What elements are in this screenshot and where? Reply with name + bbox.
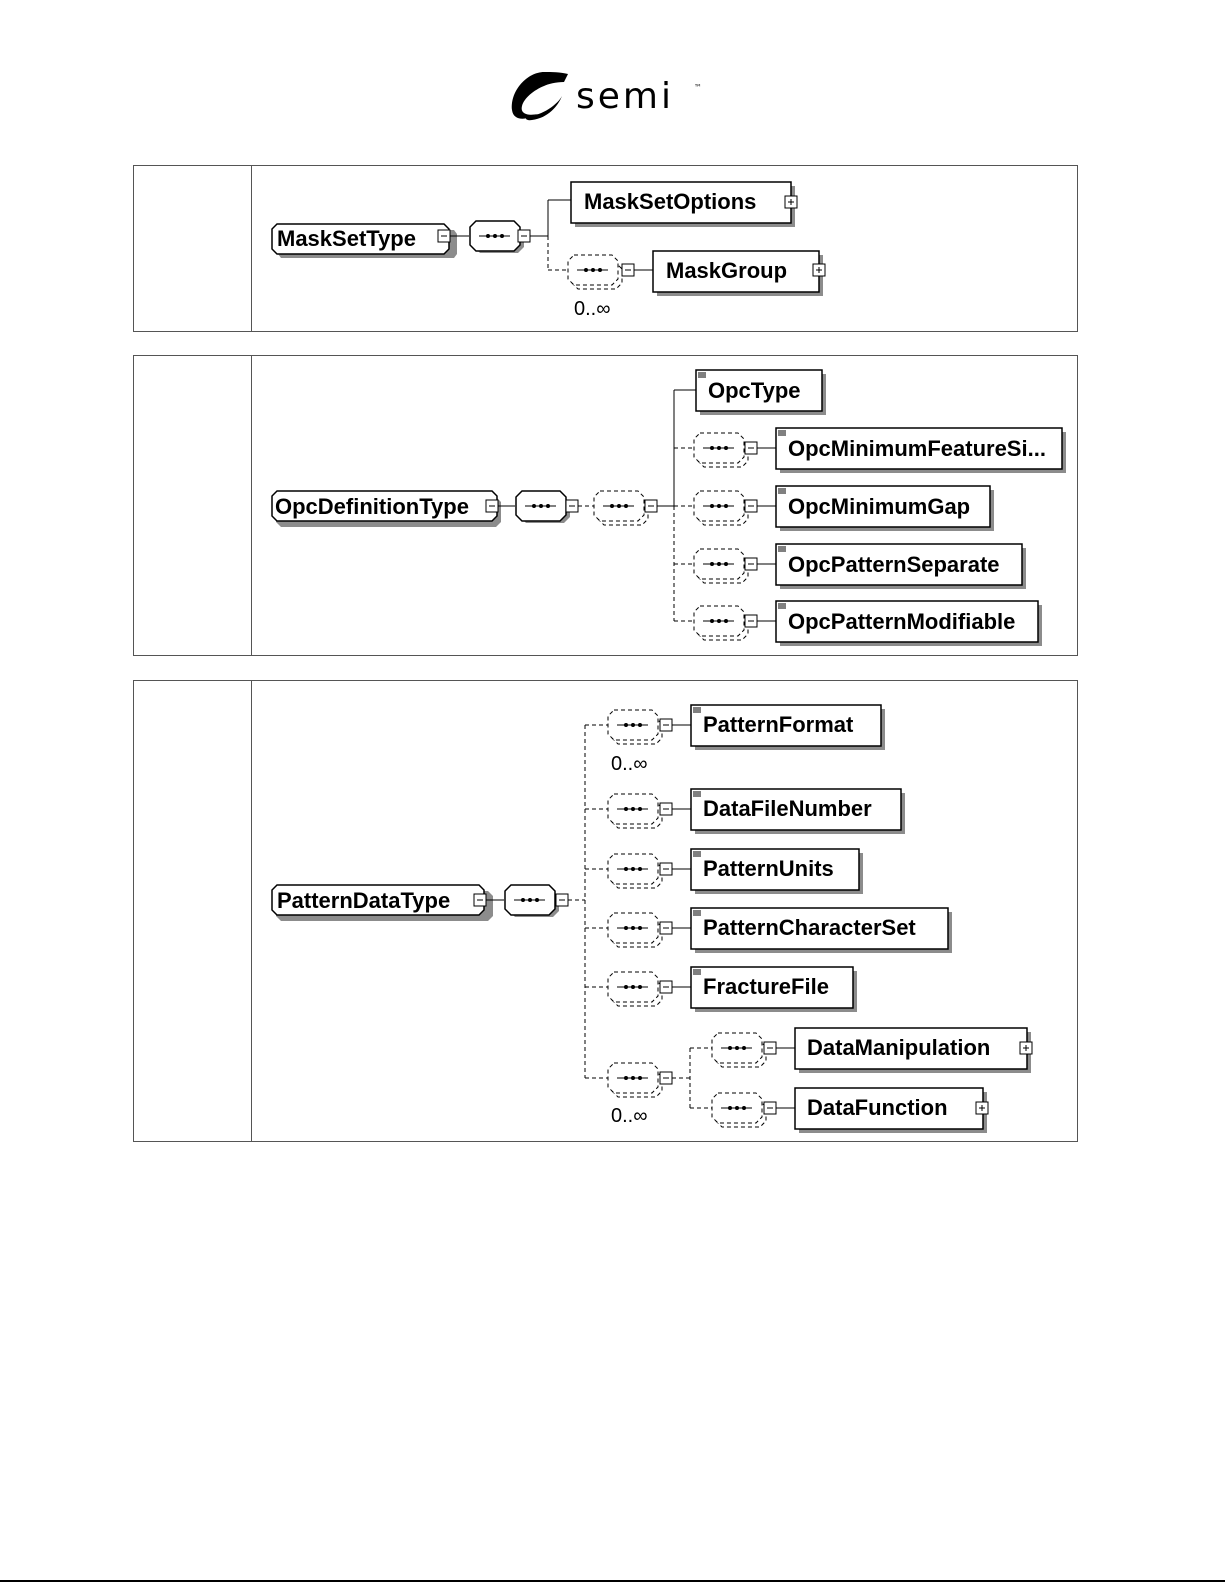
semi-logo: semi ™ bbox=[508, 68, 708, 123]
child-row-datafilenumber: DataFileNumber bbox=[585, 789, 905, 834]
svg-text:PatternDataType: PatternDataType bbox=[277, 888, 450, 913]
root-element-opcdefinitiontype[interactable]: OpcDefinitionType bbox=[272, 491, 501, 527]
child-row-opcpatternmodifiable: OpcPatternModifiable bbox=[674, 601, 1042, 646]
choice-group: 0..∞ bbox=[585, 1048, 712, 1127]
collapse-icon[interactable] bbox=[486, 500, 498, 512]
svg-text:0..∞: 0..∞ bbox=[611, 753, 648, 775]
svg-text:FractureFile: FractureFile bbox=[703, 974, 829, 999]
child-row-patternunits: PatternUnits bbox=[585, 849, 863, 894]
child-row-datafunction: DataFunction bbox=[712, 1088, 988, 1133]
collapse-icon[interactable] bbox=[474, 894, 486, 906]
schema-diagram: OpcDefinitionType bbox=[134, 356, 1079, 657]
element-masksetoptions[interactable]: MaskSetOptions bbox=[571, 182, 795, 227]
sequence-compositor-optional[interactable] bbox=[568, 255, 622, 289]
child-row-patterncharacterset: PatternCharacterSet bbox=[585, 908, 952, 953]
schema-diagram: PatternDataType 0..∞ P bbox=[134, 681, 1079, 1143]
svg-text:DataFunction: DataFunction bbox=[807, 1095, 948, 1120]
diagram-panel-pattern-data-type: PatternDataType 0..∞ P bbox=[133, 680, 1078, 1142]
child-row-opcpatternseparate: OpcPatternSeparate bbox=[674, 544, 1026, 589]
svg-text:MaskSetOptions: MaskSetOptions bbox=[584, 189, 756, 214]
svg-text:0..∞: 0..∞ bbox=[611, 1105, 648, 1127]
svg-text:OpcMinimumGap: OpcMinimumGap bbox=[788, 494, 970, 519]
collapse-icon[interactable] bbox=[438, 230, 450, 242]
collapse-icon[interactable] bbox=[518, 230, 530, 242]
footer-rule bbox=[0, 1580, 1225, 1582]
sequence-compositor[interactable] bbox=[516, 491, 570, 523]
svg-text:OpcDefinitionType: OpcDefinitionType bbox=[275, 494, 469, 519]
svg-text:DataFileNumber: DataFileNumber bbox=[703, 796, 872, 821]
schema-diagram: MaskSetType MaskSetOptions bbox=[134, 166, 1079, 333]
diagram-panel-opc-definition-type: OpcDefinitionType bbox=[133, 355, 1078, 656]
logo-wordmark: semi bbox=[576, 76, 674, 117]
collapse-icon[interactable] bbox=[622, 264, 634, 276]
svg-text:PatternUnits: PatternUnits bbox=[703, 856, 834, 881]
child-row-patternformat: 0..∞ PatternFormat bbox=[585, 705, 885, 775]
root-element-masksettype[interactable]: MaskSetType bbox=[272, 224, 457, 258]
collapse-icon[interactable] bbox=[566, 500, 578, 512]
element-opctype[interactable]: OpcType bbox=[696, 370, 826, 415]
svg-text:PatternFormat: PatternFormat bbox=[703, 712, 854, 737]
svg-text:MaskGroup: MaskGroup bbox=[666, 258, 787, 283]
svg-text:DataManipulation: DataManipulation bbox=[807, 1035, 990, 1060]
expand-icon[interactable] bbox=[813, 264, 825, 276]
svg-text:™: ™ bbox=[694, 83, 702, 92]
child-row-datamanipulation: DataManipulation bbox=[712, 1028, 1032, 1073]
child-row-opcminimumfeaturesize: OpcMinimumFeatureSi... bbox=[674, 428, 1066, 473]
svg-text:0..∞: 0..∞ bbox=[574, 298, 611, 320]
element-maskgroup[interactable]: MaskGroup bbox=[653, 251, 823, 296]
svg-text:PatternCharacterSet: PatternCharacterSet bbox=[703, 915, 916, 940]
sequence-compositor[interactable] bbox=[470, 221, 524, 253]
sequence-compositor[interactable] bbox=[505, 885, 559, 917]
collapse-icon[interactable] bbox=[645, 500, 657, 512]
sequence-compositor-optional[interactable] bbox=[594, 491, 648, 525]
diagram-panel-mask-set-type: MaskSetType MaskSetOptions bbox=[133, 165, 1078, 332]
expand-icon[interactable] bbox=[785, 196, 797, 208]
svg-text:OpcPatternSeparate: OpcPatternSeparate bbox=[788, 552, 1000, 577]
svg-text:OpcMinimumFeatureSi...: OpcMinimumFeatureSi... bbox=[788, 436, 1046, 461]
root-element-patterndatatype[interactable]: PatternDataType bbox=[272, 885, 493, 921]
svg-text:OpcType: OpcType bbox=[708, 378, 801, 403]
child-row-fracturefile: FractureFile bbox=[585, 967, 857, 1012]
svg-text:OpcPatternModifiable: OpcPatternModifiable bbox=[788, 609, 1015, 634]
child-row-opcminimumgap: OpcMinimumGap bbox=[674, 486, 994, 531]
svg-text:MaskSetType: MaskSetType bbox=[277, 226, 416, 251]
collapse-icon[interactable] bbox=[556, 894, 568, 906]
